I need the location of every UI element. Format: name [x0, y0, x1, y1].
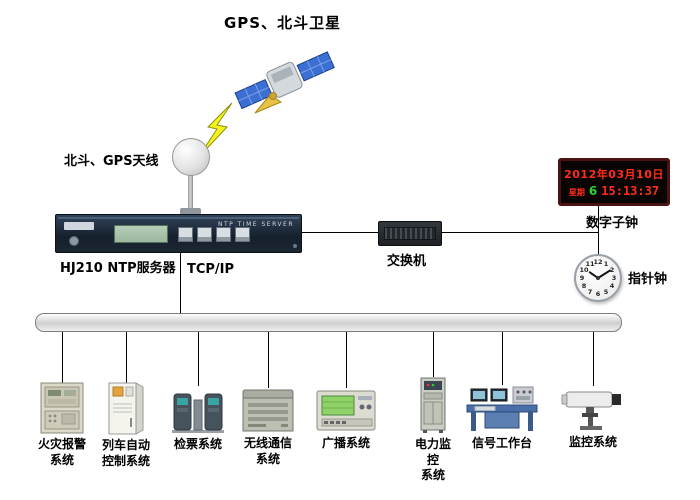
digital-clock-label: 数字子钟 — [586, 216, 639, 231]
drop-line — [126, 330, 127, 383]
server-top-strip — [58, 217, 299, 219]
server-logo — [64, 222, 94, 230]
device-label: 广播系统 — [321, 436, 370, 450]
clock-number: 6 — [595, 289, 601, 298]
device-fire-alarm: 火灾报警 系统 — [30, 382, 94, 468]
clock-number: 3 — [611, 273, 617, 282]
analog-clock: 12 1 2 3 4 5 6 7 8 9 10 11 — [574, 254, 622, 302]
network-switch — [378, 221, 442, 246]
device-ticket-system: 检票系统 — [165, 386, 231, 453]
server-lcd-display — [114, 225, 168, 243]
clock-center-pin — [596, 276, 600, 280]
clock-number: 10 — [579, 265, 589, 274]
ethernet-port — [178, 227, 193, 242]
link-server-bus — [180, 251, 181, 313]
clock-number: 2 — [609, 265, 615, 274]
link-clocks-vertical — [598, 206, 599, 254]
device-label: 监控系统 — [568, 435, 617, 449]
page-title: GPS、北斗卫星 — [224, 14, 342, 32]
power-cabinet-icon — [420, 377, 446, 433]
clock-number: 12 — [593, 257, 603, 266]
digital-clock-time-row: 星期 6 15:13:37 — [564, 184, 664, 198]
antenna-pole — [188, 172, 193, 210]
signal-workbench-icon — [466, 386, 538, 431]
ethernet-port — [216, 227, 231, 242]
cctv-camera-icon — [561, 391, 621, 430]
device-label: 电力监控 系统 — [414, 437, 451, 483]
train-control-icon — [108, 382, 144, 435]
server-faceplate-text: NTP TIME SERVER — [218, 221, 294, 228]
ethernet-port — [235, 227, 250, 242]
device-label: 检票系统 — [173, 437, 222, 451]
digital-clock-time: 15:13:37 — [601, 184, 660, 198]
antenna-label: 北斗、GPS天线 — [64, 154, 159, 169]
device-train-control: 列车自动 控制系统 — [98, 380, 154, 469]
ticket-gate-icon — [172, 393, 224, 433]
device-label: 列车自动 控制系统 — [101, 438, 150, 468]
tcpip-label: TCP/IP — [187, 262, 235, 277]
switch-grille — [384, 227, 436, 240]
device-label: 无线通信 系统 — [243, 436, 292, 466]
digital-clock: 2012年03月10日 星期 6 15:13:37 — [558, 158, 670, 206]
wireless-comm-icon — [242, 389, 294, 432]
clock-number: 7 — [587, 287, 593, 296]
drop-line — [62, 330, 63, 383]
server-ports — [178, 227, 250, 242]
clock-number: 1 — [603, 259, 609, 268]
clock-number: 4 — [609, 281, 615, 290]
drop-line — [198, 330, 199, 386]
antenna-mount — [180, 208, 201, 215]
clock-number: 8 — [581, 281, 587, 290]
server-screw — [293, 244, 297, 248]
switch-label: 交换机 — [387, 254, 427, 269]
analog-clock-label: 指针钟 — [628, 272, 668, 287]
drop-line — [346, 330, 347, 388]
ntp-server: NTP TIME SERVER — [55, 214, 302, 253]
drop-line — [502, 330, 503, 385]
digital-clock-week-label: 星期 — [568, 188, 585, 197]
server-knob — [69, 236, 79, 246]
link-switch-clocks — [440, 232, 598, 233]
drop-line — [268, 330, 269, 388]
device-broadcast: 广播系统 — [312, 388, 380, 452]
device-label: 信号工作台 — [471, 436, 532, 450]
device-label: 火灾报警 系统 — [37, 437, 86, 467]
device-signal-workbench: 信号工作台 — [462, 385, 542, 452]
drop-line — [593, 330, 594, 386]
link-server-switch — [300, 232, 378, 233]
server-label: HJ210 NTP服务器 — [60, 261, 176, 276]
clock-number: 5 — [603, 287, 609, 296]
device-wireless-comm: 无线通信 系统 — [238, 388, 298, 467]
drop-line — [433, 330, 434, 377]
ethernet-port — [197, 227, 212, 242]
satellite-icon — [234, 51, 335, 114]
broadcast-icon — [316, 390, 376, 431]
fire-alarm-icon — [40, 382, 84, 434]
device-power-monitor: 电力监控 系统 — [412, 376, 454, 484]
device-cctv: 监控系统 — [556, 386, 630, 451]
gps-antenna-icon — [172, 138, 210, 176]
clock-number: 11 — [585, 259, 595, 268]
digital-clock-date: 2012年03月10日 — [564, 168, 664, 181]
network-bus — [35, 313, 622, 332]
digital-clock-week-value: 6 — [588, 184, 598, 198]
clock-number: 9 — [579, 273, 585, 282]
